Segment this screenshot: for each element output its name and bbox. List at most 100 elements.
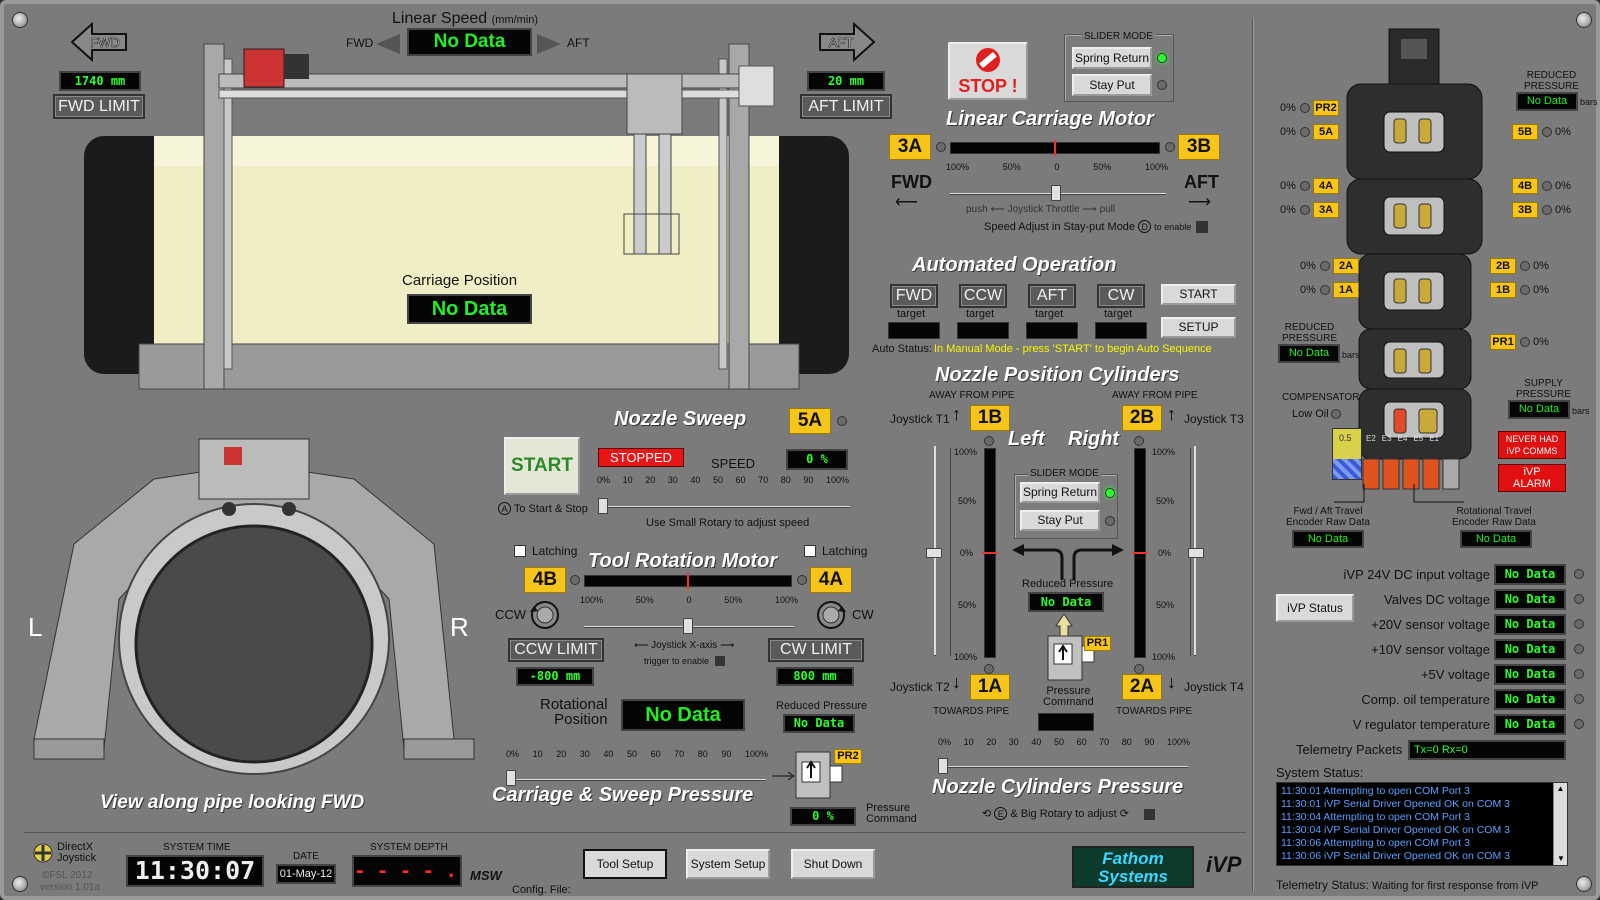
valve-tag-2b: 2B — [1490, 258, 1516, 274]
telemetry-label: +10V sensor voltage — [1371, 642, 1490, 657]
sweep-start-button[interactable]: START — [504, 437, 580, 495]
aft-target-input[interactable] — [1026, 322, 1078, 339]
linear-aft-label: AFT — [1184, 172, 1219, 192]
low-oil-led — [1331, 409, 1341, 419]
telemetry-status-line: Telemetry Status: Waiting for first resp… — [1276, 878, 1539, 892]
valve-led-5b — [1542, 127, 1552, 137]
telemetry-label: +5V voltage — [1420, 667, 1490, 682]
linear-motor-slider-thumb[interactable] — [1051, 185, 1061, 201]
compensator-gauge: 0.5 — [1332, 428, 1362, 480]
auto-aft-button[interactable]: AFT — [1028, 284, 1076, 308]
led-5a — [837, 416, 847, 426]
scale-label: 100% — [946, 162, 970, 172]
cylinder-spring-return-button[interactable]: Spring Return — [1020, 482, 1100, 503]
cylinder-stay-put-button[interactable]: Stay Put — [1020, 510, 1100, 531]
stay-put-button[interactable]: Stay Put — [1072, 74, 1152, 96]
ivp-status-button[interactable]: iVP Status — [1276, 594, 1354, 622]
trigger-checkbox[interactable] — [715, 656, 725, 666]
scroll-down-icon[interactable]: ▼ — [1557, 854, 1565, 863]
valve-pct-label: 0% — [1533, 336, 1549, 348]
scroll-up-icon[interactable]: ▲ — [1556, 784, 1565, 793]
shut-down-button[interactable]: Shut Down — [791, 849, 875, 879]
cw-rotate-icon — [817, 601, 846, 629]
telemetry-label: Valves DC voltage — [1384, 592, 1490, 607]
valve-tag-pr2: PR2 — [1313, 100, 1339, 116]
right-arrow-icon: ⟶ — [1188, 194, 1211, 211]
cw-label: CW — [852, 607, 874, 622]
tag-3b: 3B — [1178, 134, 1220, 160]
target-label: target — [1104, 308, 1133, 320]
ccw-target-input[interactable] — [957, 322, 1009, 339]
fwd-target-input[interactable] — [888, 322, 940, 339]
stop-button[interactable]: STOP ! — [948, 42, 1028, 100]
joystick-t2-label: Joystick T2 — [890, 680, 950, 694]
rotational-encoder-display: No Data — [1460, 530, 1532, 548]
auto-cw-button[interactable]: CW — [1097, 284, 1145, 308]
cylinder-pressure-slider-track[interactable] — [944, 766, 1188, 768]
system-status-log[interactable]: 11:30:01 Attempting to open COM Port 3 1… — [1276, 782, 1568, 866]
telemetry-led — [1574, 644, 1584, 654]
tag-3a: 3A — [889, 134, 931, 160]
tag-1b: 1B — [970, 405, 1010, 431]
cw-value-display: 800 mm — [776, 667, 854, 686]
auto-start-button[interactable]: START — [1161, 284, 1236, 305]
latching-checkbox-left[interactable] — [514, 545, 526, 557]
carriage-pressure-slider-thumb[interactable] — [506, 770, 516, 786]
auto-fwd-button[interactable]: FWD — [890, 284, 938, 308]
valve-led-1a — [1320, 285, 1330, 295]
gauge-label: 50% — [958, 496, 977, 506]
ccw-label: CCW — [495, 607, 527, 622]
encoder-connector-lines — [1334, 484, 1464, 503]
pressure-split-arrows-icon — [1012, 544, 1124, 580]
auto-ccw-button[interactable]: CCW — [959, 284, 1007, 308]
valve-pct-label: 0% — [1300, 260, 1316, 272]
tag-4b: 4B — [524, 567, 566, 593]
carriage-position-display: No Data — [407, 294, 532, 324]
led-3a — [936, 142, 946, 152]
msw-label: MSW — [470, 868, 502, 883]
log-line: 11:30:01 Attempting to open COM Port 3 — [1281, 785, 1470, 797]
auto-status-label: Auto Status: — [872, 343, 932, 355]
system-setup-button[interactable]: System Setup — [686, 849, 770, 879]
telemetry-led — [1574, 619, 1584, 629]
joystick-icon — [33, 843, 53, 863]
sweep-state-indicator: STOPPED — [598, 448, 684, 467]
gauge-label: 0% — [1158, 548, 1172, 558]
right-cylinder-label: Right — [1068, 428, 1120, 450]
tool-setup-button[interactable]: Tool Setup — [583, 849, 667, 879]
cylinder-stay-put-led — [1105, 516, 1115, 526]
speed-adjust-checkbox[interactable] — [1196, 221, 1208, 233]
sweep-speed-display: 0 % — [786, 449, 848, 470]
aft-position-display: 20 mm — [807, 71, 885, 91]
valve-led-pr1 — [1520, 337, 1530, 347]
right-cylinder-slider-thumb[interactable] — [1188, 548, 1204, 558]
sweep-speed-slider-track[interactable] — [602, 506, 850, 508]
valve-tag-5a: 5A — [1313, 124, 1339, 140]
cylinder-pressure-slider-thumb[interactable] — [938, 758, 948, 774]
valve-tag-3a: 3A — [1313, 202, 1339, 218]
log-scrollbar[interactable]: ▲ ▼ — [1553, 783, 1567, 865]
led-4b — [570, 575, 580, 585]
carriage-pressure-slider-track[interactable] — [512, 779, 766, 781]
spring-return-button[interactable]: Spring Return — [1072, 47, 1152, 69]
left-cylinder-slider-thumb[interactable] — [926, 548, 942, 558]
telemetry-label: iVP 24V DC input voltage — [1343, 567, 1490, 582]
scale-label: 100% — [1144, 162, 1168, 172]
sweep-speed-slider-thumb[interactable] — [598, 498, 608, 514]
auto-setup-button[interactable]: SETUP — [1161, 317, 1236, 338]
big-rotary-checkbox[interactable] — [1144, 809, 1155, 820]
tag-4a: 4A — [810, 567, 852, 593]
cw-target-input[interactable] — [1095, 322, 1147, 339]
latching-checkbox-right[interactable] — [804, 545, 816, 557]
gauge-label: 0% — [960, 548, 974, 558]
tool-rotation-slider-thumb[interactable] — [683, 618, 693, 634]
slider-mode-title: SLIDER MODE — [1082, 31, 1155, 42]
screw-icon — [1576, 12, 1592, 28]
date-display: 01-May-12 — [276, 864, 336, 884]
telemetry-value: No Data — [1494, 614, 1566, 635]
